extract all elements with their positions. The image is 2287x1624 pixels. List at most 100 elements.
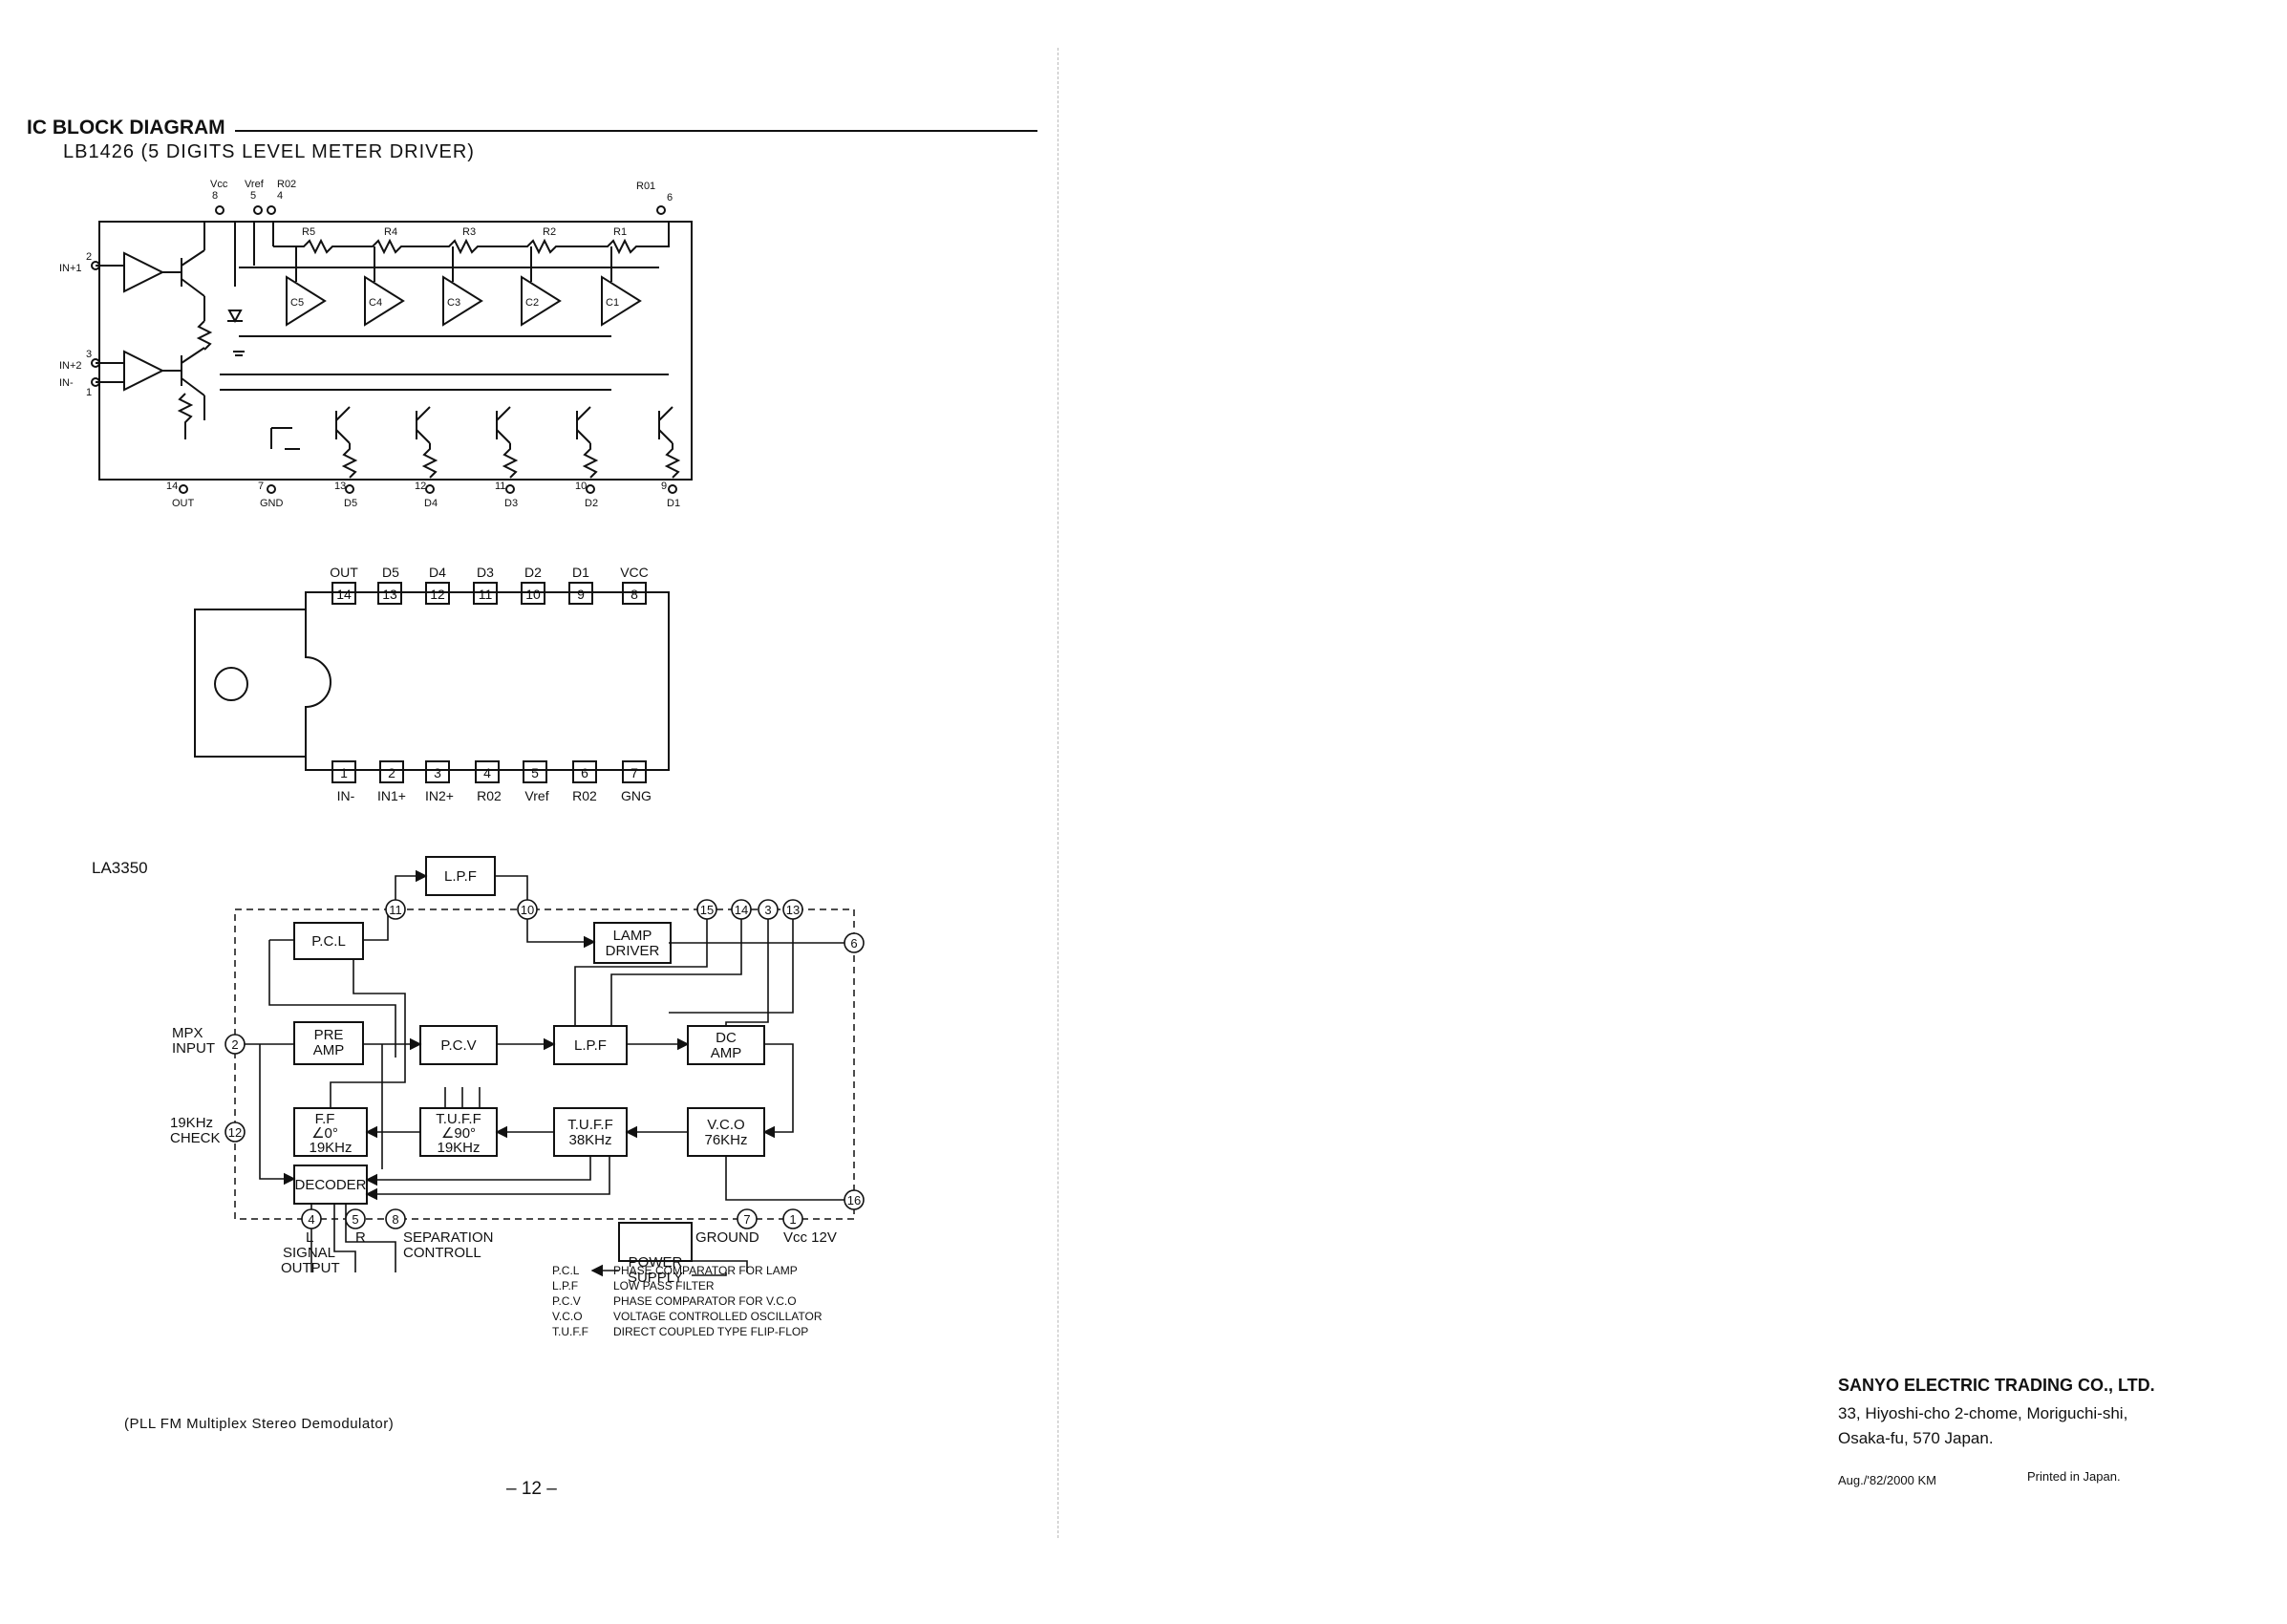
lamp-label-2: DRIVER: [606, 943, 660, 959]
pin-3: 3: [764, 903, 771, 917]
company-name: SANYO ELECTRIC TRADING CO., LTD.: [1838, 1376, 2155, 1395]
pin-14: 14: [735, 903, 748, 917]
pkg-label-d3: D3: [477, 565, 494, 580]
pkg-pin-4: 4: [483, 765, 491, 780]
ff-label-2: ∠0°: [311, 1125, 338, 1142]
pin-13: 13: [786, 903, 800, 917]
lpf-mid-label: L.P.F: [574, 1037, 607, 1054]
pkg-pin-12: 12: [430, 587, 445, 602]
output-l-label: L: [306, 1229, 313, 1246]
pkg-label-vcc: VCC: [620, 565, 649, 580]
pin-8-number: 8: [212, 190, 218, 202]
legend-desc-pcl: PHASE COMPARATOR FOR LAMP: [613, 1264, 798, 1277]
pin-d5-label: D5: [344, 498, 357, 509]
pcl-block: [293, 922, 364, 960]
resistor-r3: R3: [462, 226, 476, 238]
ps-label-1: POWER: [629, 1254, 683, 1271]
ps-label-2: SUPPLY: [628, 1270, 683, 1286]
la3350-diagram: LA3350: [92, 856, 865, 1338]
pkg-label-in1: IN1+: [377, 788, 406, 803]
pin-in2-label: IN+2: [59, 360, 82, 372]
comparator-c1: C1: [606, 297, 619, 309]
pin-vcc-label: Vcc: [210, 179, 228, 190]
ic-package: [194, 582, 670, 783]
lamp-label-1: LAMP: [613, 928, 652, 944]
print-code: Aug./'82/2000 KM: [1838, 1473, 1936, 1487]
tuff1-label-2: ∠90°: [441, 1125, 476, 1142]
pkg-pin-3: 3: [434, 765, 441, 780]
ff-label-1: F.F: [315, 1111, 335, 1127]
resistor-r4: R4: [384, 226, 397, 238]
dc-label-1: DC: [716, 1030, 737, 1046]
pkg-label-d5: D5: [382, 565, 399, 580]
pin-vref-label: Vref: [245, 179, 265, 190]
resistor-r5: R5: [302, 226, 315, 238]
comparator-c5: C5: [290, 297, 304, 309]
pkg-pin-13: 13: [382, 587, 397, 602]
diagram-caption: (PLL FM Multiplex Stereo Demodulator): [124, 1416, 395, 1432]
pin-out-label: OUT: [172, 498, 195, 509]
check-label-1: 19KHz: [170, 1115, 213, 1131]
lpf-top-block: [425, 856, 496, 896]
pin-d1-label: D1: [667, 498, 680, 509]
pkg-pin-9: 9: [577, 587, 585, 602]
pin-14-number: 14: [166, 481, 178, 492]
pin-12: 12: [228, 1125, 242, 1140]
pkg-pin-1: 1: [340, 765, 348, 780]
lamp-driver-block: [593, 922, 672, 964]
pin-7: 7: [743, 1212, 750, 1227]
pre-amp-block: [293, 1021, 364, 1065]
abbreviation-legend: P.C.L PHASE COMPARATOR FOR LAMP L.P.F LO…: [552, 1264, 823, 1338]
comparator-c3: C3: [447, 297, 460, 309]
separation-label-2: CONTROLL: [403, 1245, 481, 1261]
resistor-r2: R2: [543, 226, 556, 238]
legend-abbr-pcl: P.C.L: [552, 1264, 580, 1277]
pin-10-number: 10: [575, 481, 587, 492]
legend-desc-tuff: DIRECT COUPLED TYPE FLIP-FLOP: [613, 1325, 808, 1338]
pin-4-number: 4: [277, 190, 283, 202]
pre-label-2: AMP: [313, 1042, 345, 1058]
company-address-line2: Osaka-fu, 570 Japan.: [1838, 1429, 1994, 1447]
legend-desc-pcv: PHASE COMPARATOR FOR V.C.O: [613, 1294, 797, 1308]
pin-gnd-label: GND: [260, 498, 284, 509]
pre-label-1: PRE: [314, 1027, 344, 1043]
pin-d3-label: D3: [504, 498, 518, 509]
pin-d4-label: D4: [424, 498, 438, 509]
pin-15: 15: [700, 903, 714, 917]
printed-in: Printed in Japan.: [2027, 1469, 2121, 1484]
legend-desc-lpf: LOW PASS FILTER: [613, 1279, 715, 1293]
signal-label-1: SIGNAL: [283, 1245, 335, 1261]
pin-r01-label: R01: [636, 181, 655, 192]
separation-label-1: SEPARATION: [403, 1229, 493, 1246]
tuff-38-block: [553, 1107, 628, 1157]
legend-abbr-tuff: T.U.F.F: [552, 1325, 588, 1338]
lpf-mid-block: [553, 1025, 628, 1065]
pin-5-number: 5: [250, 190, 256, 202]
power-supply-block: [618, 1222, 693, 1262]
la3350-title: LA3350: [92, 859, 148, 877]
pkg-label-d1: D1: [572, 565, 589, 580]
pin-r02-label: R02: [277, 179, 296, 190]
resistor-r1: R1: [613, 226, 627, 238]
pkg-pin-10: 10: [525, 587, 541, 602]
decoder-label: DECODER: [294, 1177, 366, 1193]
pin-11-number: 11: [495, 481, 505, 492]
legend-abbr-vco: V.C.O: [552, 1310, 583, 1323]
check-label-2: CHECK: [170, 1130, 221, 1146]
pkg-pin-6: 6: [581, 765, 588, 780]
chip-boundary: [234, 908, 855, 1220]
pkg-pin-5: 5: [531, 765, 539, 780]
pin-4: 4: [308, 1212, 314, 1227]
pkg-pin-14: 14: [336, 587, 352, 602]
pkg-label-in-minus: IN-: [337, 788, 355, 803]
ground-label: GROUND: [695, 1229, 759, 1246]
lpf-top-label: L.P.F: [444, 868, 477, 885]
vcc-label: Vcc 12V: [783, 1229, 837, 1246]
pkg-pin-8: 8: [631, 587, 638, 602]
pin-2-number: 2: [86, 251, 92, 263]
pkg-pin-7: 7: [631, 765, 638, 780]
pin-7-number: 7: [258, 481, 264, 492]
ff-label-3: 19KHz: [309, 1140, 352, 1156]
page-number: – 12 –: [506, 1479, 557, 1499]
pin-d2-label: D2: [585, 498, 598, 509]
